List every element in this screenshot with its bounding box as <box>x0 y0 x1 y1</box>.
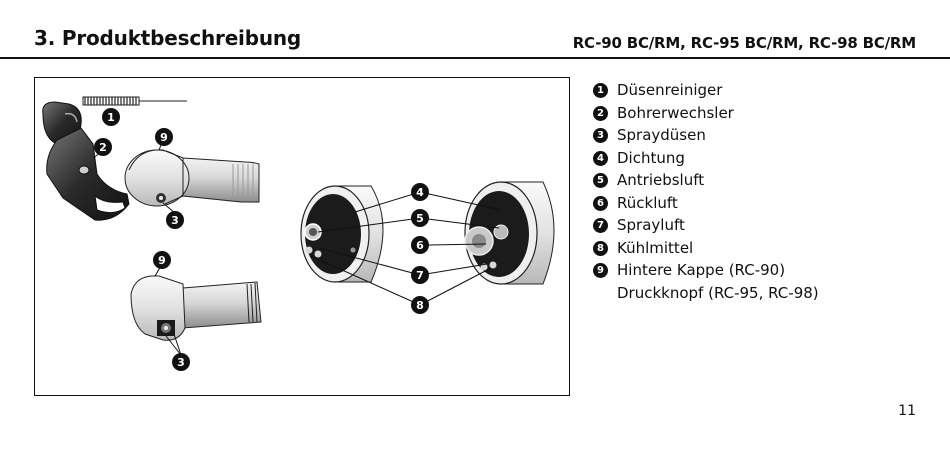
legend-label: Kühlmittel <box>617 238 694 257</box>
legend-item-nozzle-cleaner: 1 Düsenreiniger <box>593 79 819 102</box>
callout-4: 4 <box>411 183 429 201</box>
legend-label: Bohrerwechsler <box>617 103 734 122</box>
callout-2: 2 <box>94 138 112 156</box>
svg-text:6: 6 <box>416 239 424 252</box>
legend-label: Hintere Kappe (RC-90) <box>617 261 786 279</box>
svg-text:7: 7 <box>416 269 424 282</box>
legend-item-return-air: 6 Rückluft <box>593 192 819 215</box>
legend-label: Sprayluft <box>617 216 685 234</box>
callout-3-bottom: 3 <box>172 353 190 371</box>
callout-9-bottom: 9 <box>153 251 171 269</box>
svg-text:3: 3 <box>177 356 185 369</box>
callout-8: 8 <box>411 296 429 314</box>
callout-6: 6 <box>411 236 429 254</box>
legend-item-drive-air: 5 Antriebsluft <box>593 169 819 192</box>
coupling-right-drawing <box>464 181 555 285</box>
handpiece-top-drawing <box>124 149 260 207</box>
section-title: 3. Produktbeschreibung <box>34 26 302 50</box>
coupling-left-drawing <box>300 185 384 283</box>
svg-text:4: 4 <box>416 186 424 199</box>
product-figure: 1 2 9 3 9 3 4 5 <box>34 77 570 396</box>
legend-number: 9 <box>593 263 608 278</box>
svg-text:2: 2 <box>99 141 107 154</box>
legend-item-rear-cap: 9 Hintere Kappe (RC-90) Druckknopf (RC-9… <box>593 259 819 304</box>
legend-number: 5 <box>593 173 608 188</box>
legend-label: Düsenreiniger <box>617 81 723 99</box>
legend-number: 1 <box>593 83 608 98</box>
legend-label: Rückluft <box>617 193 678 212</box>
legend-number: 6 <box>593 195 608 211</box>
nozzle-cleaner-drawing <box>82 96 187 106</box>
header-rule <box>0 57 950 59</box>
legend-label: Dichtung <box>617 148 685 167</box>
legend-label: Antriebsluft <box>617 171 705 189</box>
legend-number: 4 <box>593 150 608 166</box>
svg-text:1: 1 <box>107 111 115 124</box>
model-designation: RC-90 BC/RM, RC-95 BC/RM, RC-98 BC/RM <box>572 34 917 52</box>
legend-item-spray-air: 7 Sprayluft <box>593 214 819 237</box>
legend-number: 7 <box>593 218 608 233</box>
legend-item-seal: 4 Dichtung <box>593 147 819 170</box>
svg-text:5: 5 <box>416 212 424 225</box>
svg-text:9: 9 <box>158 254 166 267</box>
leader-lines <box>92 108 502 356</box>
legend-number: 8 <box>593 240 608 256</box>
product-illustration: 1 2 9 3 9 3 4 5 <box>42 96 555 371</box>
legend-number: 3 <box>593 128 608 143</box>
callout-3-top: 3 <box>166 211 184 229</box>
callout-9-top: 9 <box>155 128 173 146</box>
legend-item-bur-changer: 2 Bohrerwechsler <box>593 102 819 125</box>
page-number: 11 <box>898 403 916 419</box>
callout-5: 5 <box>411 209 429 227</box>
legend-label-continued: Druckknopf (RC-95, RC-98) <box>617 283 819 302</box>
parts-legend: 1 Düsenreiniger 2 Bohrerwechsler 3 Spray… <box>593 79 819 304</box>
svg-text:3: 3 <box>171 214 179 227</box>
legend-item-spray-nozzles: 3 Spraydüsen <box>593 124 819 147</box>
bur-changer-drawing <box>42 101 130 221</box>
handpiece-bottom-drawing <box>130 275 262 341</box>
legend-item-coolant: 8 Kühlmittel <box>593 237 819 260</box>
legend-number: 2 <box>593 105 608 121</box>
callout-7: 7 <box>411 266 429 284</box>
legend-label: Spraydüsen <box>617 126 706 144</box>
callout-1: 1 <box>102 108 120 126</box>
svg-text:8: 8 <box>416 299 424 312</box>
svg-text:9: 9 <box>160 131 168 144</box>
